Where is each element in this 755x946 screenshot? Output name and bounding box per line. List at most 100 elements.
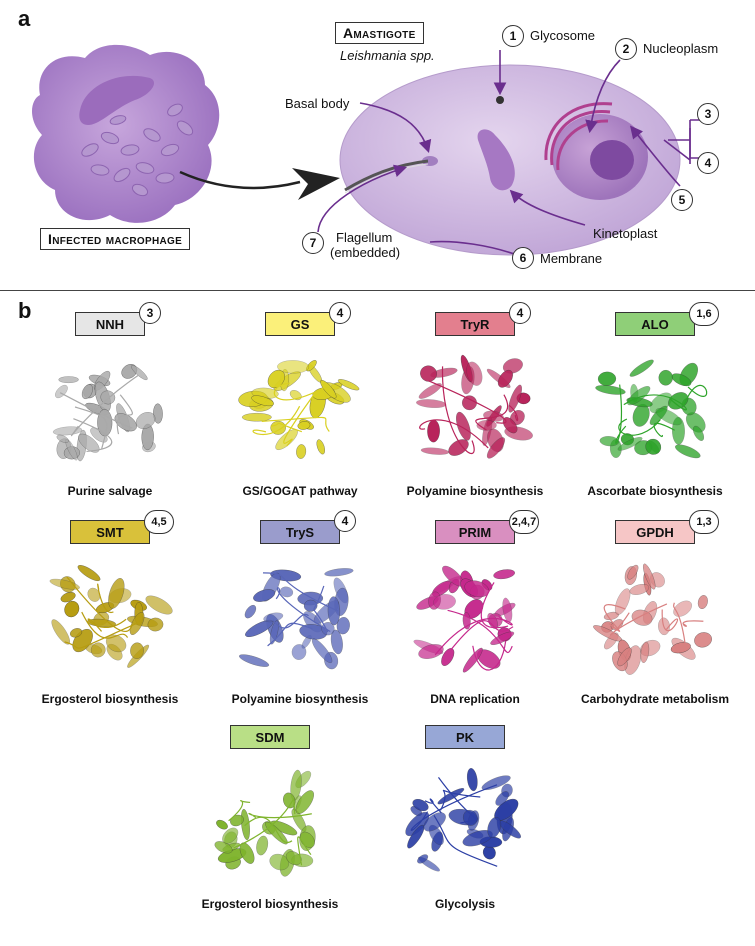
loop-segment [653,422,675,438]
loop-segment [74,406,108,449]
helix-segment [627,386,651,406]
helix-segment [417,854,429,864]
loop-segment [508,404,519,422]
amastigote-title: Amastigote [335,22,424,44]
helix-segment [251,395,274,407]
helix-segment [327,596,341,626]
protein-structure-image [595,359,708,459]
helix-segment [90,642,106,658]
protein-structure-image [416,354,533,459]
callout-4: 4 [697,152,719,174]
membrane-label: Membrane [540,251,603,266]
loop-segment [313,585,329,633]
loop-segment [682,620,704,627]
helix-segment [77,565,101,582]
protein-location-badge: 4,5 [144,510,174,534]
callout-6: 6 [512,247,534,269]
helix-segment [423,812,446,832]
protein-structure-image [413,565,516,673]
loop-segment [603,604,626,632]
helix-segment [456,411,471,441]
callout-3: 3 [697,103,719,125]
nucleoplasm-label: Nucleoplasm [643,41,719,56]
protein-pathway-caption: DNA replication [430,692,520,706]
glycosome-dot [496,96,504,104]
helix-segment [241,413,272,422]
helix-segment [658,369,673,386]
helix-segment [655,408,682,426]
helix-segment [495,791,509,806]
loop-segment [70,375,139,437]
loop-segment [441,366,475,454]
callout-1: 1 [502,25,524,47]
loop-segment [609,603,668,636]
protein-location-badge: 3 [139,302,161,324]
helix-segment [51,619,70,645]
helix-segment [295,790,314,814]
loop-segment [270,422,303,433]
helix-segment [462,647,483,673]
helix-segment [595,385,626,395]
helix-segment [502,597,513,623]
loop-segment [228,800,251,822]
helix-segment [330,629,343,655]
loop-segment [475,394,509,431]
kinetoplast-shape [477,129,515,191]
loop-segment [661,609,679,632]
loop-segment [87,618,127,632]
callout-5: 5 [671,189,693,211]
loop-segment [59,392,133,431]
protein-name-label: PK [425,725,505,749]
helix-segment [476,420,497,431]
helix-segment [311,638,333,663]
helix-segment [239,842,255,864]
loop-segment [275,587,331,633]
helix-segment [52,426,83,436]
infection-arrow [292,168,340,200]
helix-segment [324,568,354,577]
helix-segment [631,609,653,626]
helix-segment [222,827,239,844]
protein-name-label: NNH [75,312,145,336]
callout-2: 2 [615,38,637,60]
helix-segment [490,631,515,645]
loop-segment [116,394,133,435]
protein-location-badge: 4 [509,302,531,324]
loop-segment [97,583,114,613]
loop-segment [262,572,339,612]
loop-segment [297,836,312,866]
helix-segment [100,390,116,405]
panel-a-illustration [32,44,700,257]
helix-segment [614,588,631,615]
helix-segment [617,647,632,667]
flagellum-sublabel: (embedded) [330,245,401,260]
helix-segment [481,775,511,790]
protein-location-badge: 2,4,7 [509,510,539,534]
protein-name-label: GPDH [615,520,695,544]
helix-segment [256,835,269,856]
helix-segment [416,399,447,408]
loop-segment [447,609,513,654]
helix-segment [627,564,639,580]
loop-segment [428,380,507,424]
helix-segment [487,816,502,838]
helix-segment [269,620,279,645]
loop-segment [267,622,313,647]
helix-segment [503,358,523,374]
loop-segment [433,814,498,867]
loop-segment [618,418,661,436]
helix-segment [643,563,656,590]
helix-segment [599,436,620,447]
helix-segment [420,447,450,455]
helix-segment [239,654,270,667]
helix-segment [244,605,257,619]
loop-segment [439,789,481,811]
helix-segment [297,421,311,430]
protein-location-badge: 4 [329,302,351,324]
loop-segment [419,419,489,449]
protein-structure-image [49,565,173,668]
